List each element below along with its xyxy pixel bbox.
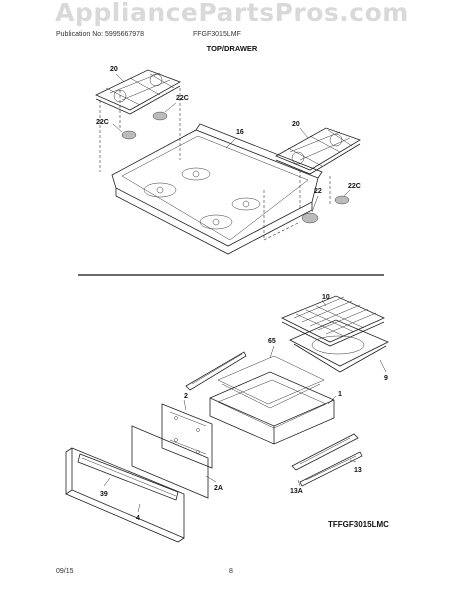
drawer-liner (217, 355, 325, 409)
callout-10: 10 (322, 294, 330, 301)
slide-left (185, 351, 247, 391)
drawer-front (131, 425, 209, 499)
callout-22c-left-b: 22C (96, 119, 109, 126)
watermark: AppliancePartsPros.com (55, 0, 409, 27)
model-code: TFFGF3015LMC (328, 520, 389, 529)
cap-left-a (152, 111, 168, 121)
cap-right (334, 195, 350, 205)
callout-13a: 13A (290, 488, 303, 495)
drawer-handle (77, 453, 179, 501)
publication-number: Publication No: 5995667978 (56, 31, 144, 38)
callout-9: 9 (384, 375, 388, 382)
right-grate (275, 127, 361, 175)
section-title: TOP/DRAWER (206, 44, 258, 53)
callout-20-left: 20 (110, 66, 118, 73)
callout-16: 16 (236, 129, 244, 136)
callout-13: 13 (354, 467, 362, 474)
drawer-back (161, 403, 213, 469)
drawer-panel (65, 447, 185, 543)
callout-39: 39 (100, 491, 108, 498)
callout-2: 2 (184, 393, 188, 400)
callout-22: 22 (314, 188, 322, 195)
cooktop (111, 123, 323, 255)
callout-20-right: 20 (292, 121, 300, 128)
slide-right (291, 433, 363, 487)
callout-22c-right: 22C (348, 183, 361, 190)
broil-pan (289, 319, 389, 373)
callout-1: 1 (338, 391, 342, 398)
page-number: 8 (229, 568, 233, 575)
model-header: FFGF3015LMF (193, 31, 241, 38)
callout-2a: 2A (214, 485, 223, 492)
left-grate (95, 69, 181, 115)
callout-4: 4 (136, 515, 140, 522)
burner-base (301, 212, 319, 224)
footer-date: 09/15 (56, 568, 74, 575)
callout-22c-left-a: 22C (176, 95, 189, 102)
callout-65: 65 (268, 338, 276, 345)
cap-left-b (121, 130, 137, 140)
broil-pan-insert (281, 295, 385, 347)
drawer-box (209, 371, 335, 445)
